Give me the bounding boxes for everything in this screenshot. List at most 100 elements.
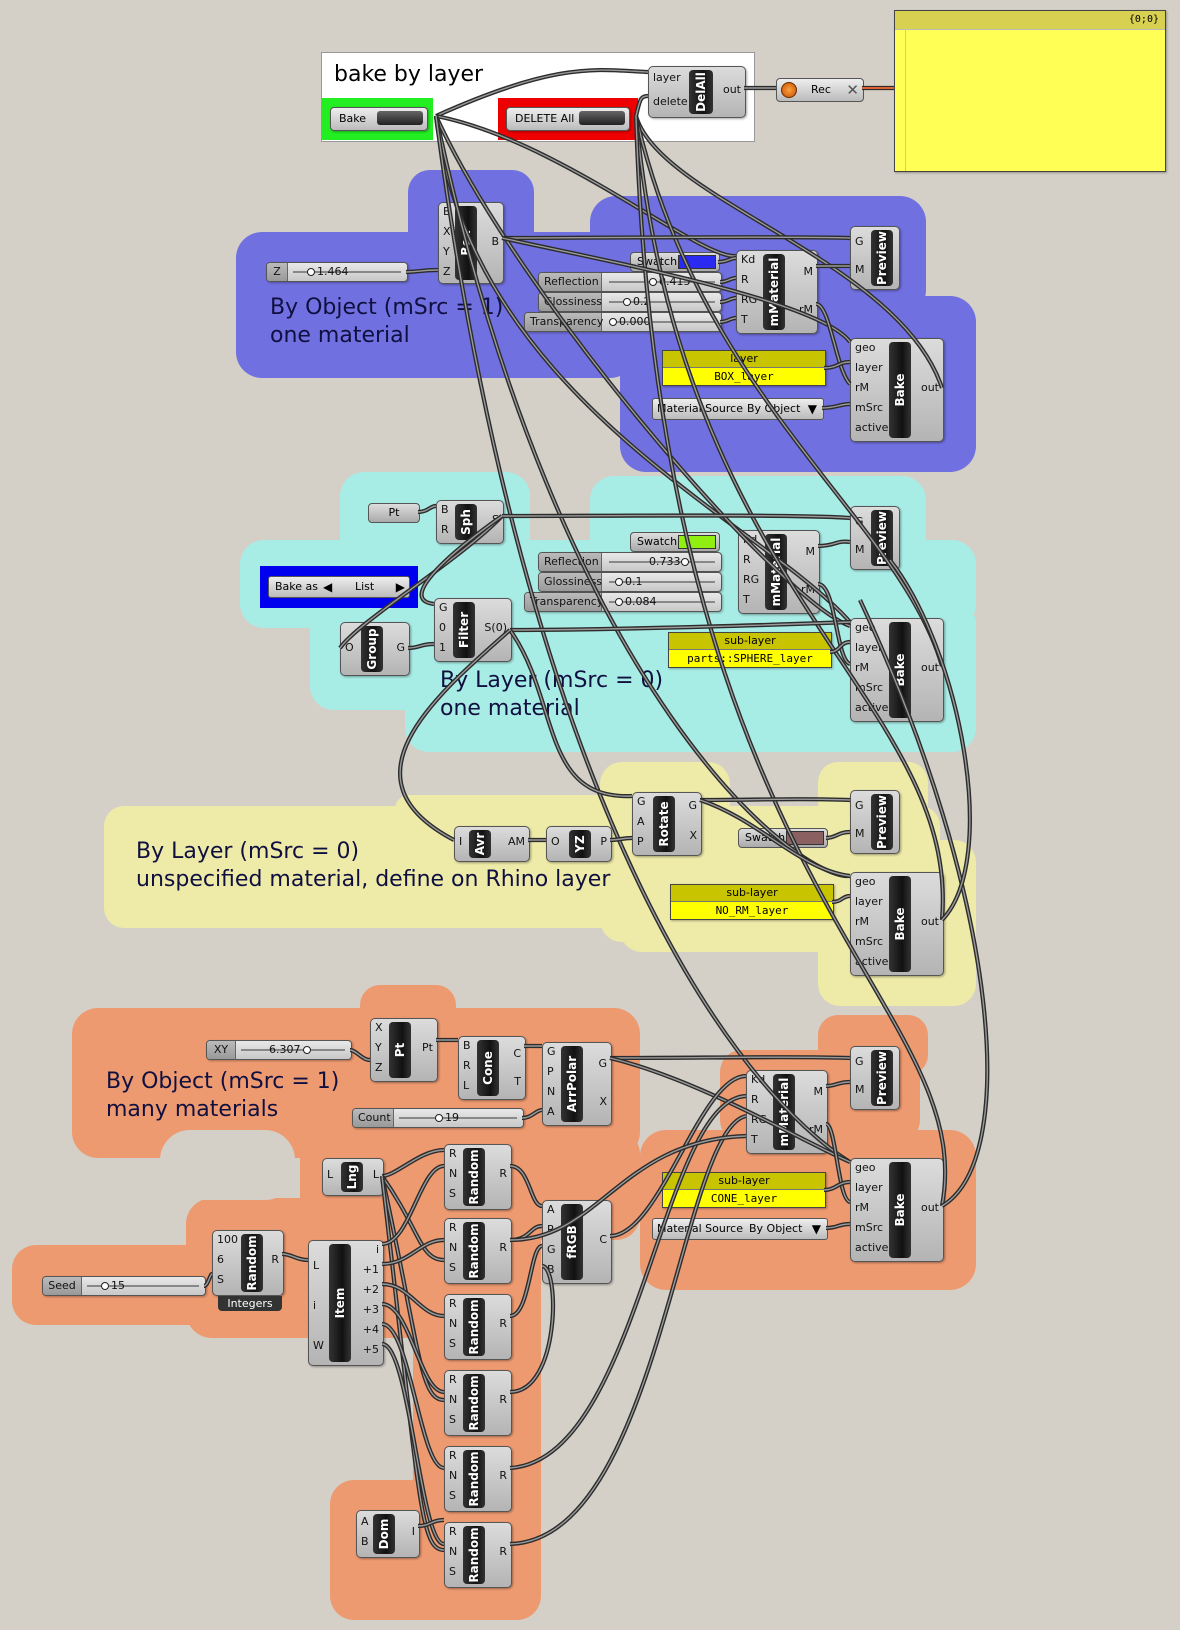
sphere-component[interactable]: B R Sph S [436,500,504,544]
output-panel[interactable]: {0;0} [894,10,1166,172]
average-component[interactable]: I Avr AM [454,826,530,862]
reflection-2-knob[interactable] [681,558,689,566]
bake-3[interactable]: geo layer rM mSrc active Bake out [850,872,944,976]
list-length-component[interactable]: L Lng L [322,1158,384,1196]
swatch-2[interactable]: Swatch [630,532,720,552]
layer-panel-4-header: sub-layer [663,1173,825,1190]
bake-2-name: Bake [893,653,907,687]
random-output-r: R [499,1393,507,1406]
point-output-pt: Pt [422,1041,433,1054]
bake-button[interactable]: Bake [330,107,428,131]
record-component[interactable]: Rec ✕ [776,78,864,102]
random-integers-output-r: R [271,1253,279,1266]
point-input-y: Y [375,1041,382,1054]
random-input-n: N [449,1469,458,1482]
xy-slider-knob[interactable] [303,1046,311,1054]
chevron-down-icon[interactable]: ▼ [811,1222,821,1236]
domain-component[interactable]: A B Dom I [356,1510,420,1558]
close-icon[interactable]: ✕ [846,81,859,99]
cone-component[interactable]: B R L Cone C T [458,1036,526,1100]
mmaterial-2[interactable]: Kd R RG T mMaterial M rM [738,530,820,614]
delall-core: DelAll [689,70,713,114]
random-input-n: N [449,1317,458,1330]
bake-4[interactable]: geo layer rM mSrc active Bake out [850,1158,944,1262]
preview-4[interactable]: G M Preview [850,1046,900,1110]
swatch-1-color[interactable] [678,255,716,269]
delall-name: DelAll [694,72,708,112]
bake-1[interactable]: geo layer rM mSrc active Bake out [850,338,944,442]
z-slider-knob[interactable] [307,268,315,276]
count-slider-knob[interactable] [435,1114,443,1122]
transparency-2-knob[interactable] [615,598,623,606]
preview-1[interactable]: G M Preview [850,226,900,290]
swatch-3[interactable]: Swatch [738,828,828,848]
transparency-slider-1[interactable]: Transparency 0.000 [524,312,722,332]
layer-panel-1[interactable]: layer BOX_layer [662,350,826,386]
layer-panel-3[interactable]: sub-layer NO_RM_layer [670,884,834,920]
filter-component[interactable]: G 0 1 Filter S(0) [434,598,512,662]
swatch-1[interactable]: Swatch [630,252,720,272]
glossiness-slider-1[interactable]: Glossiness 0.2 [538,292,722,312]
material-source-list-4[interactable]: Material Source By Object ▼ [652,1218,828,1240]
preview-3[interactable]: G M Preview [850,790,900,854]
glossiness-2-knob[interactable] [615,578,623,586]
mmaterial-1-core: mMaterial [763,254,785,330]
swatch-2-color[interactable] [678,535,716,549]
arrow-right-icon[interactable]: ▶ [395,580,405,594]
z-slider-label: Z [267,263,288,281]
xy-slider[interactable]: XY 6.307 [206,1040,352,1060]
seed-slider-knob[interactable] [101,1282,109,1290]
rotate-component[interactable]: G A P Rotate G X [632,792,702,856]
count-slider[interactable]: Count 19 [352,1108,524,1128]
delall-component[interactable]: layer delete DelAll out [648,66,746,118]
arrow-left-icon[interactable]: ◀ [323,580,333,594]
group-component[interactable]: O Group G [340,622,410,676]
arrpolar-component[interactable]: G P N A ArrPolar G X [542,1042,612,1126]
bake-4-name: Bake [893,1193,907,1227]
glossiness-slider-2[interactable]: Glossiness 0.1 [538,572,722,592]
swatch-3-color[interactable] [786,831,824,845]
sphere-core: Sph [455,504,477,540]
mmaterial-1[interactable]: Kd R RG T mMaterial M rM [736,250,818,334]
random-integers-component[interactable]: 100 6 S Random R [212,1230,284,1296]
reflection-1-knob[interactable] [649,278,657,286]
material-source-list-1[interactable]: Material Source By Object ▼ [652,398,824,420]
reflection-1-label: Reflection [539,273,602,291]
reflection-slider-1[interactable]: Reflection 0.415 [538,272,722,292]
reflection-slider-2[interactable]: Reflection 0.733 [538,552,722,572]
layer-panel-4[interactable]: sub-layer CONE_layer [662,1172,826,1208]
box-input-b: B [443,205,451,218]
box-component[interactable]: B X Y Z Box B [438,202,504,284]
z-slider[interactable]: Z 1.464 [266,262,408,282]
point-component[interactable]: X Y Z Pt Pt [370,1018,438,1082]
transparency-slider-2[interactable]: Transparency 0.084 [524,592,722,612]
chevron-down-icon[interactable]: ▼ [807,402,817,416]
group-output-g: G [396,641,405,654]
layer-panel-2[interactable]: sub-layer parts::SPHERE_layer [668,632,832,668]
frgb-component[interactable]: A R G B fRGB C [542,1200,612,1284]
point-param[interactable]: Pt [368,503,420,523]
bake-2[interactable]: geo layer rM mSrc active Bake out [850,618,944,722]
bake-1-output-out: out [920,381,939,394]
seed-slider[interactable]: Seed 15 [42,1276,206,1296]
yz-core: YZ [569,830,591,858]
transparency-1-knob[interactable] [609,318,617,326]
random-core: Random [463,1450,485,1508]
list-item-component[interactable]: L i W Item i +1 +2 +3 +4 +5 [308,1240,384,1366]
filter-input-g: G [439,601,448,614]
preview-1-core: Preview [871,230,893,286]
yz-plane-component[interactable]: O YZ P [546,826,612,862]
cone-core: Cone [477,1040,499,1096]
delete-all-button[interactable]: DELETE All [506,107,630,131]
preview-2[interactable]: G M Preview [850,506,900,570]
bake-as-list[interactable]: Bake as ◀ List ▶ [268,576,410,598]
mmaterial-4[interactable]: Kd R RG T mMaterial M rM [746,1070,828,1154]
glossiness-1-knob[interactable] [623,298,631,306]
